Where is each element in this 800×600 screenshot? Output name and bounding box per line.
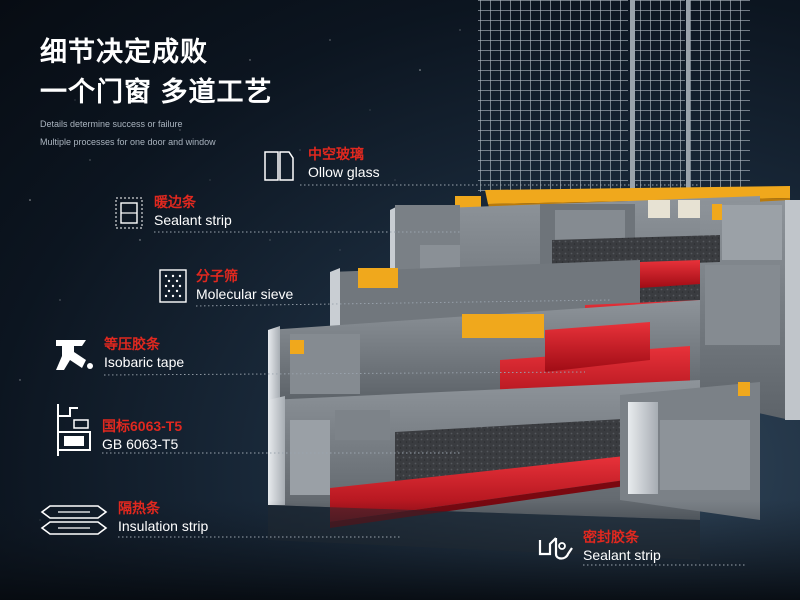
callout-molecular-sieve-en: Molecular sieve (196, 286, 294, 302)
headline-line-1: 细节决定成败 (40, 37, 208, 67)
callout-aluminum-profile-en: GB 6063-T5 (102, 436, 179, 452)
callout-warm-edge-strip-cn: 暖边条 (154, 194, 196, 210)
callout-sealing-gasket-en: Sealant strip (583, 547, 661, 563)
callout-molecular-sieve: 分子筛 Molecular sieve (196, 268, 293, 303)
callout-molecular-sieve-cn: 分子筛 (196, 268, 238, 284)
callout-hollow-glass-en: Ollow glass (308, 164, 380, 180)
callout-aluminum-profile-cn: 国标6063-T5 (102, 418, 183, 434)
callout-isobaric-tape-cn: 等压胶条 (104, 336, 160, 352)
headline-sub-2: Multiple processes for one door and wind… (40, 137, 216, 147)
sealing-gasket-icon (538, 537, 573, 560)
insulation-strip-icon (40, 505, 108, 535)
callout-hollow-glass: 中空玻璃 Ollow glass (308, 146, 380, 181)
glass-panel-back (478, 0, 628, 192)
callout-hollow-glass-cn: 中空玻璃 (308, 146, 364, 162)
callout-insulation-strip-cn: 隔热条 (118, 500, 160, 516)
glass-panel-middle (635, 0, 685, 195)
molecular-sieve-icon (159, 269, 187, 303)
callout-insulation-strip: 隔热条 Insulation strip (118, 500, 208, 535)
isobaric-tape-icon (56, 340, 93, 370)
callout-warm-edge-strip: 暖边条 Sealant strip (154, 194, 232, 229)
headline-line-2: 一个门窗 多道工艺 (40, 77, 273, 107)
callout-warm-edge-strip-en: Sealant strip (154, 212, 232, 228)
warm-edge-strip-icon (115, 197, 143, 229)
callout-isobaric-tape-en: Isobaric tape (104, 354, 185, 370)
aluminum-profile-icon (57, 404, 91, 456)
headline: 细节决定成败 一个门窗 多道工艺 Details determine succe… (40, 32, 273, 148)
hollow-glass-icon (264, 151, 294, 181)
callout-aluminum-profile: 国标6063-T5 GB 6063-T5 (102, 418, 182, 453)
callout-insulation-strip-en: Insulation strip (118, 518, 209, 534)
callout-sealing-gasket: 密封胶条 Sealant strip (583, 529, 661, 564)
glass-panel-front (690, 0, 750, 198)
headline-sub-1: Details determine success or failure (40, 119, 183, 129)
callout-sealing-gasket-cn: 密封胶条 (583, 529, 639, 545)
callout-isobaric-tape: 等压胶条 Isobaric tape (104, 336, 184, 371)
